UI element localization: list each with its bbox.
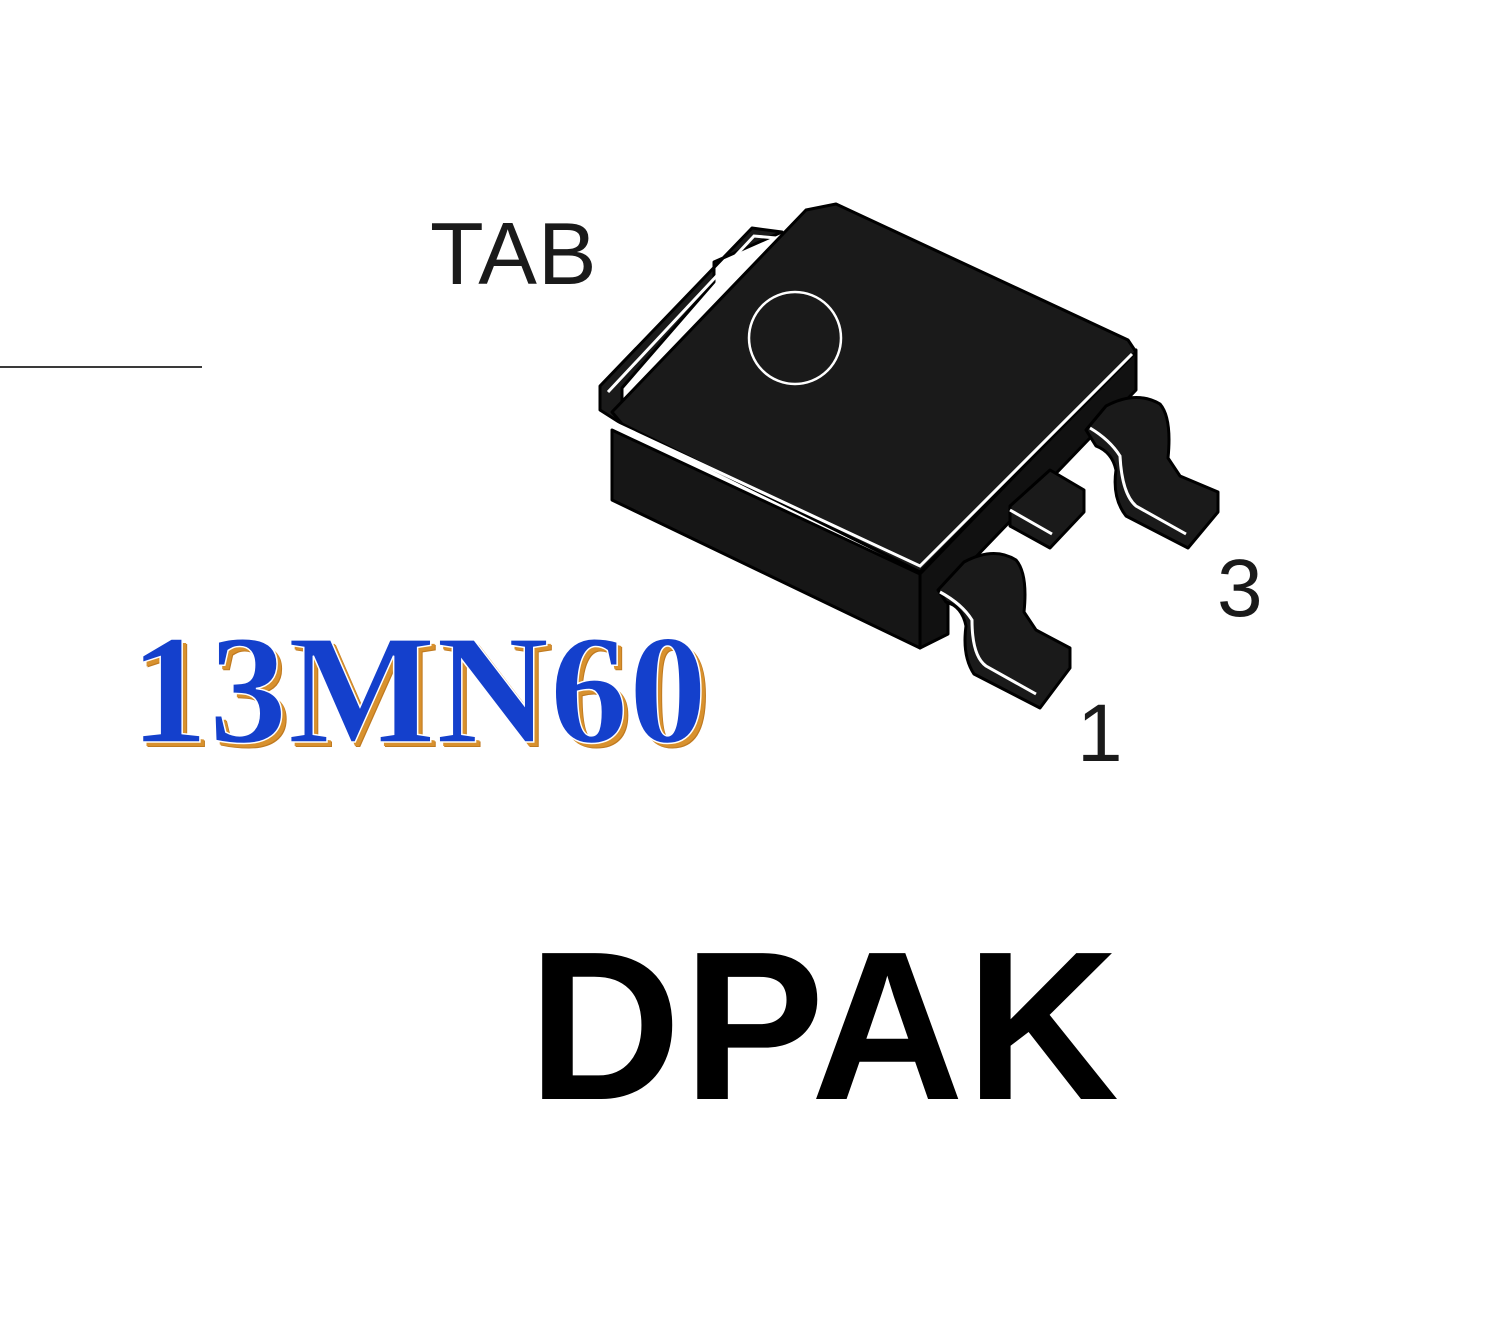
pin-2-highlight	[1009, 508, 1053, 536]
pin-3-highlight	[1089, 426, 1187, 536]
tab-label: TAB	[430, 204, 598, 303]
body-edge-highlight	[615, 352, 1134, 568]
divider-line	[0, 366, 202, 368]
pin-3-label: 3	[1217, 543, 1263, 634]
pin-1-highlight	[939, 590, 1037, 696]
pin-2-stub	[1008, 468, 1086, 550]
part-number: 13MN60	[129, 603, 708, 776]
pin-1-label: 1	[1077, 688, 1123, 779]
package-name: DPAK	[528, 907, 1121, 1144]
pin-1-lead	[936, 552, 1072, 710]
pin-3-lead	[1084, 396, 1220, 550]
tab-highlight	[606, 234, 777, 394]
pin1-marker-circle	[747, 290, 843, 386]
